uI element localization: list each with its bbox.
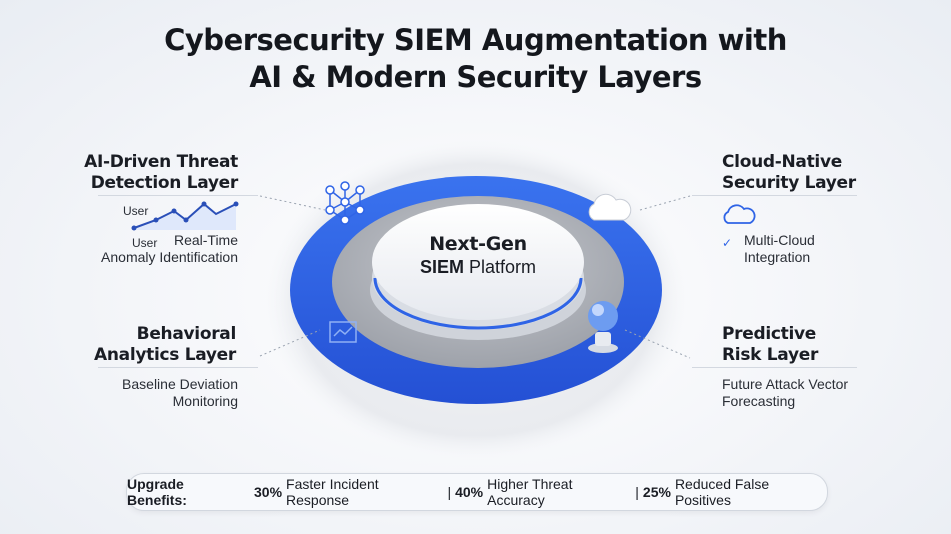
cloud-layer: Cloud-Native Security Layer [722, 152, 856, 193]
analytics-monitor-icon [329, 321, 357, 343]
behavioral-layer-desc: Monitoring [172, 393, 238, 409]
predictive-layer-desc: Forecasting [722, 393, 796, 409]
center-disc [372, 204, 584, 320]
ai-layer-desc: Real-Time [173, 232, 238, 248]
chart-label: User [132, 236, 158, 250]
neural-network-icon [325, 181, 365, 225]
cloud-layer-desc: Multi-Cloud [744, 232, 815, 248]
predictive-layer: Predictive Risk Layer [722, 324, 819, 365]
ai-layer-desc: Anomaly Identification [101, 249, 238, 265]
divider [98, 195, 258, 196]
page-title: Cybersecurity SIEM Augmentation with AI … [164, 23, 787, 94]
divider [692, 367, 857, 368]
crystal-ball-icon [588, 301, 618, 353]
cloud-layer-desc: Integration [744, 249, 811, 265]
ai-layer: AI-Driven Threat Detection Layer [84, 152, 238, 193]
divider [98, 367, 258, 368]
anomaly-sparkline [131, 201, 239, 231]
benefits-bar: Upgrade Benefits: 30%Faster Incident Res… [126, 473, 828, 511]
check-icon: ✓ [722, 236, 733, 250]
chart-label: User [123, 204, 149, 218]
divider [692, 195, 857, 196]
cloud-outline-icon [723, 204, 756, 224]
center-label: Next-Gen SIEM Platform [419, 233, 537, 277]
behavioral-layer: Behavioral Analytics Layer [94, 324, 236, 365]
cloud-icon [588, 193, 632, 221]
behavioral-layer-desc: Baseline Deviation [122, 376, 238, 392]
predictive-layer-desc: Future Attack Vector [722, 376, 849, 392]
